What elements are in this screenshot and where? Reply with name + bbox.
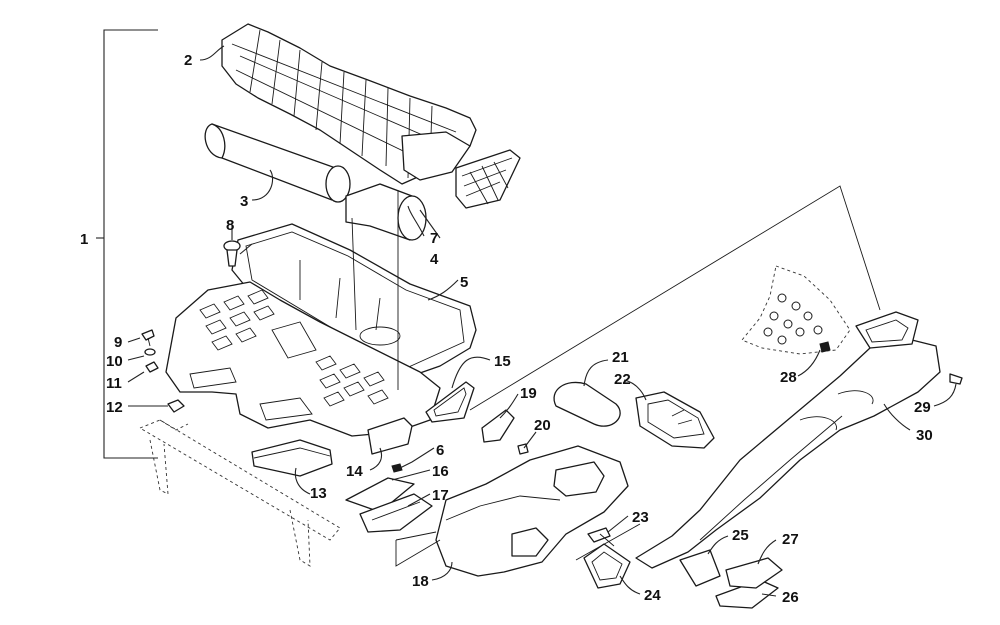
callout-10: 10: [106, 353, 123, 370]
callout-5: 5: [460, 274, 468, 291]
part-9-screw: [141, 329, 155, 347]
part-15-gasket: [425, 381, 475, 423]
callout-2: 2: [184, 52, 192, 69]
callout-26: 26: [782, 589, 799, 606]
part-21-oval-gasket: [553, 381, 621, 427]
callout-4: 4: [430, 251, 439, 268]
part-18-intake-housing: [435, 445, 629, 577]
part-30-intake-duct: [635, 311, 941, 569]
callout-29: 29: [914, 399, 931, 416]
assembly-guide-lines: [351, 185, 881, 567]
part-12-fastener: [167, 399, 185, 413]
callout-8: 8: [226, 217, 234, 234]
callout-12: 12: [106, 399, 123, 416]
part-11-nut: [145, 361, 159, 373]
callout-30: 30: [916, 427, 933, 444]
part-10-washer: [144, 348, 156, 356]
callout-3: 3: [240, 193, 248, 210]
callout-24: 24: [644, 587, 661, 604]
part-17-pad: [359, 493, 433, 533]
part-23-clamp: [587, 527, 615, 547]
callout-14: 14: [346, 463, 363, 480]
group-bracket: [96, 29, 158, 459]
part-27-pad: [725, 557, 783, 589]
callout-22: 22: [614, 371, 631, 388]
callout-19: 19: [520, 385, 537, 402]
part-28-heat-shield: [741, 265, 851, 355]
part-3-filter-element: [204, 123, 351, 203]
part-22-vent-cap: [635, 391, 715, 449]
part-25-pad: [679, 549, 721, 587]
part-6-nut: [391, 463, 403, 473]
callout-23: 23: [632, 509, 649, 526]
part-8-fastener: [223, 240, 241, 267]
part-14-seal: [367, 417, 413, 455]
frame-reference: [138, 419, 341, 567]
callout-18: 18: [412, 573, 429, 590]
part-4-filter-element: [345, 183, 427, 241]
callout-7: 7: [430, 230, 438, 247]
part-13-foam-seal: [251, 439, 333, 477]
callout-27: 27: [782, 531, 799, 548]
leader-lines: [127, 45, 957, 597]
callout-15: 15: [494, 353, 511, 370]
part-29-screw: [949, 373, 963, 385]
part-16-pad: [345, 477, 415, 513]
callout-21: 21: [612, 349, 629, 366]
callout-25: 25: [732, 527, 749, 544]
callout-13: 13: [310, 485, 327, 502]
part-19-bracket: [481, 409, 515, 443]
callout-16: 16: [432, 463, 449, 480]
callout-20: 20: [534, 417, 551, 434]
part-2-airbox-cover: [221, 23, 477, 185]
callout-labels: 1 2 3 4 5 6 7 8 9 10 11 12 13 14 15 16 1…: [80, 52, 933, 606]
callout-11: 11: [106, 375, 122, 392]
callout-6: 6: [436, 442, 444, 459]
callout-9: 9: [114, 334, 122, 351]
part-7-screen: [455, 149, 521, 209]
callout-1: 1: [80, 231, 88, 248]
callout-28: 28: [780, 369, 797, 386]
callout-17: 17: [432, 487, 449, 504]
